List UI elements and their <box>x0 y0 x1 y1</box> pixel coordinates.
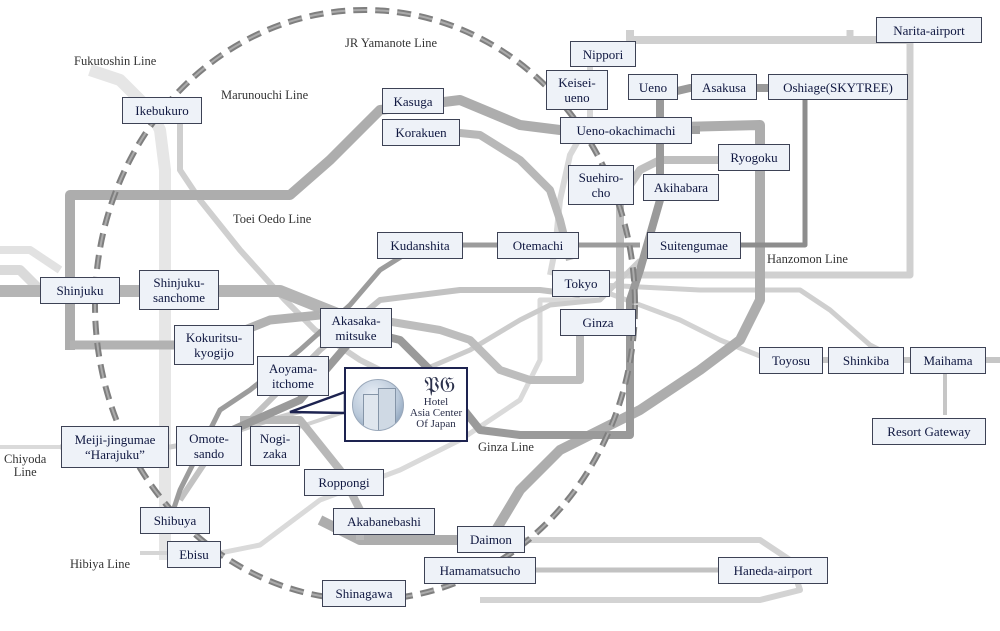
station-toyosu[interactable]: Toyosu <box>759 347 823 374</box>
label-oedo-line: Toei Oedo Line <box>233 212 312 226</box>
line-marunouchi-south <box>379 316 584 384</box>
station-ueno-okachimachi[interactable]: Ueno-okachimachi <box>560 117 692 144</box>
hotel-photo <box>352 379 404 431</box>
station-haneda-airport[interactable]: Haneda-airport <box>718 557 828 584</box>
station-nogizaka[interactable]: Nogi- zaka <box>250 426 300 466</box>
station-ikebukuro[interactable]: Ikebukuro <box>122 97 202 124</box>
station-korakuen[interactable]: Korakuen <box>382 119 460 146</box>
line-ginza-mid <box>616 156 740 330</box>
line-pale-north <box>0 265 44 294</box>
label-hibiya-line: Hibiya Line <box>70 557 131 571</box>
line-hanzomon <box>740 100 808 248</box>
hotel-logo-icon: 𝔓𝔊 <box>424 372 456 397</box>
station-shinkiba[interactable]: Shinkiba <box>828 347 904 374</box>
station-kokuritsu-kyogijo[interactable]: Kokuritsu- kyogijo <box>174 325 254 365</box>
label-hanzomon-line: Hanzomon Line <box>767 252 848 266</box>
label-chiyoda-line: Chiyoda Line <box>4 452 47 479</box>
line-tokyo-hibiya <box>599 287 771 363</box>
building-right <box>378 388 396 430</box>
station-akasaka-mitsuke[interactable]: Akasaka- mitsuke <box>320 308 392 348</box>
station-nippori[interactable]: Nippori <box>570 41 636 67</box>
station-maihama[interactable]: Maihama <box>910 347 986 374</box>
station-suitengumae[interactable]: Suitengumae <box>647 232 741 259</box>
hotel-name: Hotel Asia Center Of Japan <box>409 396 463 430</box>
station-asakusa[interactable]: Asakusa <box>691 74 757 100</box>
station-shinagawa[interactable]: Shinagawa <box>322 580 406 607</box>
label-ginza-line: Ginza Line <box>478 440 534 454</box>
station-akihabara[interactable]: Akihabara <box>643 174 719 201</box>
station-kasuga[interactable]: Kasuga <box>382 88 444 114</box>
station-shinjuku-sanchome[interactable]: Shinjuku- sanchome <box>139 270 219 310</box>
station-suehirocho[interactable]: Suehiro- cho <box>568 165 634 205</box>
station-omotesando[interactable]: Omote- sando <box>176 426 242 466</box>
station-akabanebashi[interactable]: Akabanebashi <box>333 508 435 535</box>
building-left <box>363 394 379 430</box>
station-roppongi[interactable]: Roppongi <box>304 469 384 496</box>
station-oshiage[interactable]: Oshiage(SKYTREE) <box>768 74 908 100</box>
station-otemachi[interactable]: Otemachi <box>497 232 579 259</box>
label-marunouchi-line: Marunouchi Line <box>221 88 309 102</box>
station-kudanshita[interactable]: Kudanshita <box>377 232 463 259</box>
label-fukutoshin-line: Fukutoshin Line <box>74 54 157 68</box>
station-hamamatsucho[interactable]: Hamamatsucho <box>424 557 536 584</box>
label-yamanote-line: JR Yamanote Line <box>345 36 438 50</box>
station-shibuya[interactable]: Shibuya <box>140 507 210 534</box>
station-aoyama-itchome[interactable]: Aoyama- itchome <box>257 356 329 396</box>
station-resort-gateway[interactable]: Resort Gateway <box>872 418 986 445</box>
station-keisei-ueno[interactable]: Keisei- ueno <box>546 70 608 110</box>
station-daimon[interactable]: Daimon <box>457 526 525 553</box>
station-narita-airport[interactable]: Narita-airport <box>876 17 982 43</box>
line-korakuen <box>429 126 574 261</box>
line-oedo <box>65 95 765 545</box>
station-meiji-jingumae[interactable]: Meiji-jingumae “Harajuku” <box>61 426 169 468</box>
station-ebisu[interactable]: Ebisu <box>167 541 221 568</box>
station-ryogoku[interactable]: Ryogoku <box>718 144 790 171</box>
station-ueno[interactable]: Ueno <box>628 74 678 100</box>
station-shinjuku[interactable]: Shinjuku <box>40 277 120 304</box>
station-ginza[interactable]: Ginza <box>560 309 636 336</box>
station-tokyo[interactable]: Tokyo <box>552 270 610 297</box>
line-pale-west <box>0 246 63 274</box>
hotel-callout[interactable]: 𝔓𝔊 Hotel Asia Center Of Japan <box>344 367 468 442</box>
